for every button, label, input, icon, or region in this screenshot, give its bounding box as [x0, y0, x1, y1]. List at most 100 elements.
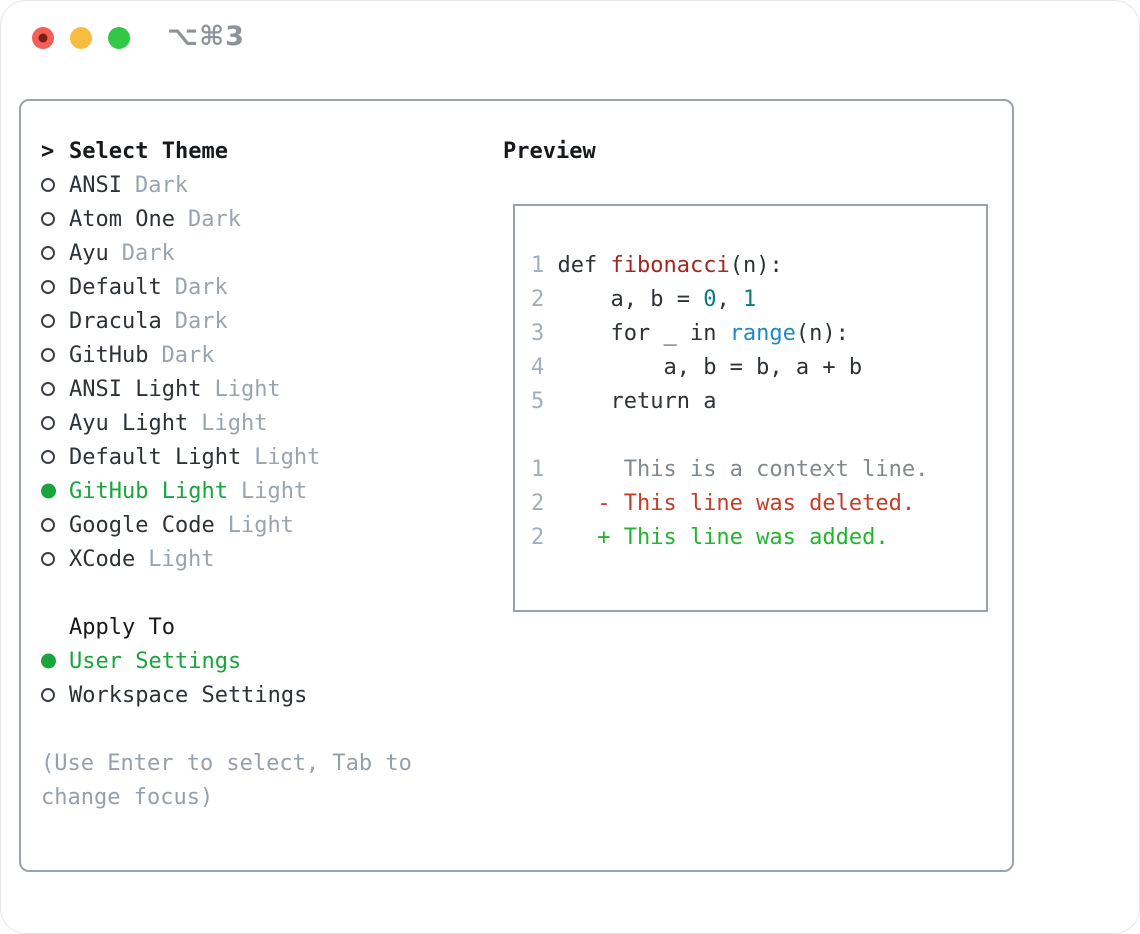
option-label: ANSI Light: [69, 376, 202, 402]
option-variant-label: Dark: [174, 308, 228, 334]
radio-icon: [41, 304, 69, 338]
option-variant-label: Dark: [161, 342, 215, 368]
code-segment-builtin: range: [729, 321, 796, 346]
code-segment-code: ,: [716, 287, 743, 312]
radio-selected-icon: [41, 644, 69, 678]
code-segment-lineno: 2: [531, 287, 545, 312]
theme-option[interactable]: Atom One Dark: [41, 202, 491, 236]
option-label: ANSI: [69, 172, 122, 198]
code-segment-lineno: 4: [531, 355, 545, 380]
option-label: XCode: [69, 546, 136, 572]
option-label: Dracula: [69, 308, 162, 334]
option-variant-label: Dark: [187, 206, 241, 232]
theme-option[interactable]: Google Code Light: [41, 508, 491, 542]
close-inner-dot-icon: [38, 33, 48, 43]
code-line: 1 This is a context line.: [531, 457, 986, 491]
theme-option[interactable]: Dracula Dark: [41, 304, 491, 338]
preview-header: Preview: [503, 138, 596, 164]
hint-line: change focus): [41, 784, 214, 810]
option-variant-label: Dark: [121, 240, 175, 266]
select-theme-header: > Select Theme: [41, 134, 491, 168]
code-segment-code: def: [544, 253, 611, 278]
option-variant-label: Light: [240, 478, 308, 504]
option-label: GitHub Light: [69, 478, 228, 504]
code-segment-lineno: 2: [531, 525, 545, 550]
code-segment-lineno: 2: [531, 491, 545, 516]
code-segment-lineno: 1: [531, 457, 545, 482]
theme-option[interactable]: Ayu Dark: [41, 236, 491, 270]
code-segment-code: (n):: [795, 321, 849, 346]
option-label: Atom One: [69, 206, 175, 232]
option-variant-label: Light: [227, 512, 294, 538]
code-segment-code: (n):: [729, 253, 783, 278]
apply-to-option[interactable]: User Settings: [41, 644, 491, 678]
code-segment-lineno: 5: [531, 389, 545, 414]
option-variant-label: Dark: [134, 172, 188, 198]
code-line: [531, 423, 986, 457]
code-line: 2 + This line was added.: [531, 525, 986, 559]
code-segment-number: 0: [703, 287, 717, 312]
theme-option[interactable]: Ayu Light Light: [41, 406, 491, 440]
code-line: 2 a, b = 0, 1: [531, 287, 986, 321]
option-label: GitHub: [69, 342, 149, 368]
code-line: 1 def fibonacci(n):: [531, 253, 986, 287]
code-segment-lineno: 1: [531, 253, 545, 278]
code-segment-context: This is a context line.: [544, 457, 929, 482]
option-label: Ayu Light: [69, 410, 189, 436]
code-line: 5 return a: [531, 389, 986, 423]
code-segment-code: return a: [544, 389, 717, 414]
code-line: 3 for _ in range(n):: [531, 321, 986, 355]
radio-selected-icon: [41, 474, 69, 508]
close-button[interactable]: [32, 27, 54, 49]
option-label: Google Code: [69, 512, 215, 538]
radio-icon: [41, 338, 69, 372]
radio-icon: [41, 168, 69, 202]
radio-icon: [41, 270, 69, 304]
code-segment-code: a, b =: [544, 287, 704, 312]
theme-option[interactable]: ANSI Light Light: [41, 372, 491, 406]
radio-icon: [41, 236, 69, 270]
code-segment-lineno: 3: [531, 321, 545, 346]
cursor-prompt-icon: >: [41, 138, 55, 164]
select-theme-header-label: Select Theme: [69, 138, 228, 164]
minimize-button[interactable]: [70, 27, 92, 49]
theme-option[interactable]: GitHub Light Light: [41, 474, 491, 508]
apply-to-option[interactable]: Workspace Settings: [41, 678, 491, 712]
code-segment-number: 1: [742, 287, 757, 312]
code-line: 2 - This line was deleted.: [531, 491, 986, 525]
option-label: Default Light: [69, 444, 242, 470]
code-segment-code: a, b = b, a + b: [544, 355, 863, 380]
radio-icon: [41, 678, 69, 712]
theme-option[interactable]: GitHub Dark: [41, 338, 491, 372]
option-variant-label: Light: [148, 546, 215, 572]
code-segment-added: + This line was added.: [544, 525, 889, 550]
option-variant-label: Light: [201, 410, 268, 436]
code-segment-func: fibonacci: [610, 253, 730, 278]
radio-icon: [41, 202, 69, 236]
option-label: User Settings: [69, 648, 242, 674]
theme-option[interactable]: ANSI Dark: [41, 168, 491, 202]
code-segment-deleted: - This line was deleted.: [544, 491, 916, 516]
hint-line: (Use Enter to select, Tab to: [41, 750, 412, 776]
code-segment-code: for _ in: [544, 321, 730, 346]
traffic-lights: [32, 27, 130, 49]
option-variant-label: Light: [214, 376, 281, 402]
zoom-button[interactable]: [108, 27, 130, 49]
radio-icon: [41, 372, 69, 406]
radio-icon: [41, 406, 69, 440]
code-line: 4 a, b = b, a + b: [531, 355, 986, 389]
radio-icon: [41, 542, 69, 576]
option-label: Default: [69, 274, 162, 300]
apply-to-header: Apply To: [69, 614, 175, 640]
titlebar: ⌥⌘3: [1, 1, 1139, 77]
option-label: Ayu: [69, 240, 109, 266]
theme-option[interactable]: XCode Light: [41, 542, 491, 576]
